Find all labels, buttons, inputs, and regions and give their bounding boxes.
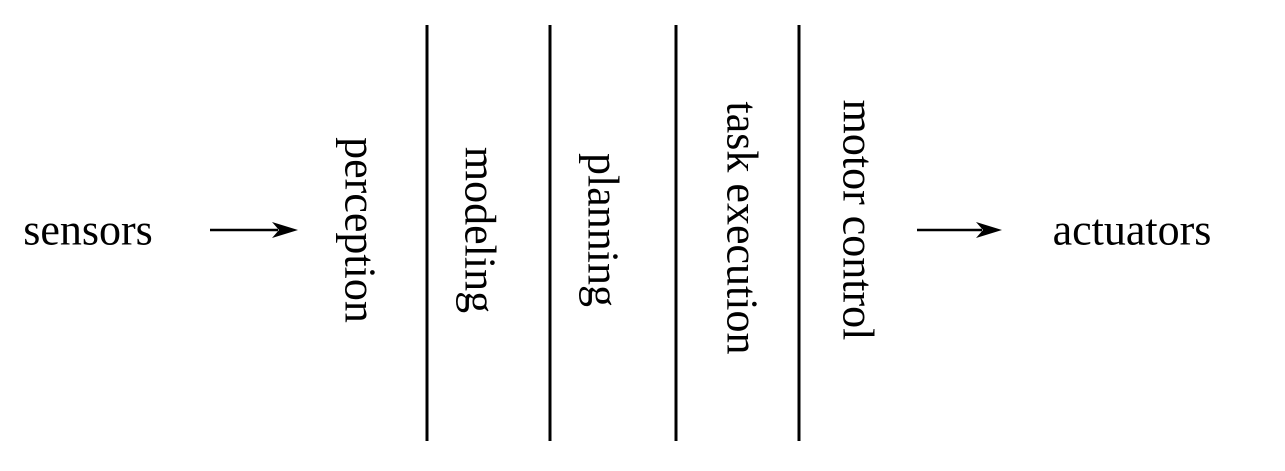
- actuators-label: actuators: [1053, 206, 1212, 255]
- stage-task-execution-label: task execution: [718, 102, 767, 355]
- stage-motor-control-label: motor control: [834, 100, 883, 341]
- stage-planning-label: planning: [579, 153, 628, 307]
- sensors-label: sensors: [23, 206, 153, 255]
- output-arrow: [917, 222, 1002, 238]
- input-arrow: [210, 222, 298, 238]
- stage-perception-label: perception: [336, 137, 385, 323]
- stage-modeling-label: modeling: [456, 147, 505, 313]
